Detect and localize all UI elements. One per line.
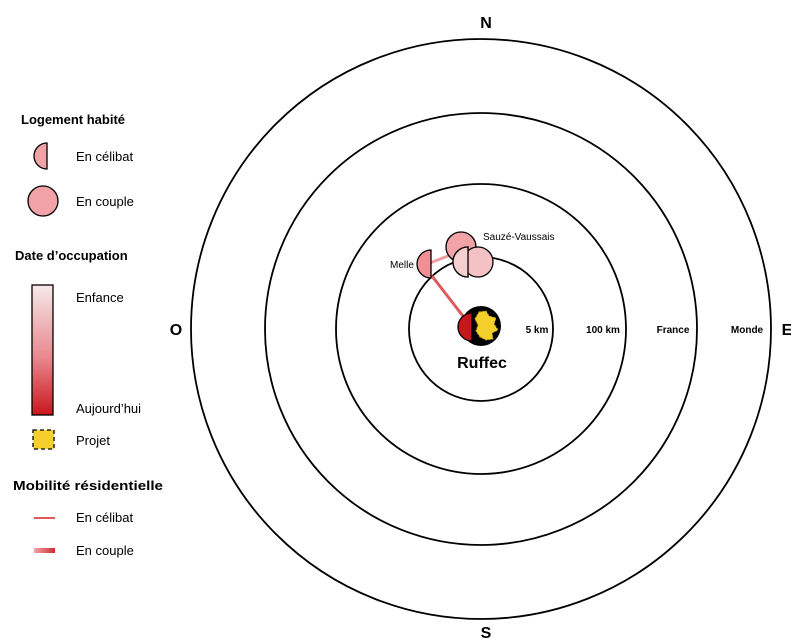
legend-project-label: Projet bbox=[76, 433, 110, 448]
melle-marker bbox=[416, 249, 432, 279]
ruffec-label: Ruffec bbox=[457, 355, 507, 372]
ring-monde bbox=[190, 38, 772, 620]
legend-single-label: En célibat bbox=[76, 149, 133, 164]
melle-label: Melle bbox=[390, 260, 414, 271]
legend-section2-title: Date d’occupation bbox=[15, 248, 128, 263]
half-circle-icon bbox=[33, 142, 48, 170]
ring-100km bbox=[335, 183, 627, 475]
compass-north: N bbox=[480, 15, 492, 32]
ring-label-monde: Monde bbox=[731, 325, 764, 336]
sauze-label: Sauzé-Vaussais bbox=[483, 232, 555, 243]
legend-couple-label: En couple bbox=[76, 194, 134, 209]
ring-france bbox=[264, 112, 698, 546]
legend-section1-title: Logement habité bbox=[21, 112, 125, 127]
thick-line-icon bbox=[34, 548, 55, 553]
project-square-icon bbox=[32, 429, 55, 450]
mobility-line-melle-ruffec bbox=[430, 275, 468, 321]
ruffec-single-marker bbox=[457, 312, 473, 342]
ring-label-france: France bbox=[657, 325, 690, 336]
sauze-single-marker-2 bbox=[452, 246, 469, 278]
legend-gradient-top-label: Enfance bbox=[76, 290, 124, 305]
compass-south: S bbox=[481, 625, 492, 642]
full-circle-icon bbox=[27, 185, 59, 217]
ruffec-project-marker bbox=[474, 310, 499, 341]
compass-east: E bbox=[782, 322, 791, 339]
legend-mobility-single-label: En célibat bbox=[76, 510, 133, 525]
compass-west: O bbox=[170, 322, 182, 339]
legend-section3-title: Mobilité résidentielle bbox=[13, 478, 163, 493]
ring-label-5km: 5 km bbox=[526, 325, 549, 336]
legend-gradient-bottom-label: Aujourd’hui bbox=[76, 401, 141, 416]
ring-label-100km: 100 km bbox=[586, 325, 620, 336]
occupation-gradient-bar bbox=[31, 284, 54, 416]
legend-mobility-couple-label: En couple bbox=[76, 543, 134, 558]
